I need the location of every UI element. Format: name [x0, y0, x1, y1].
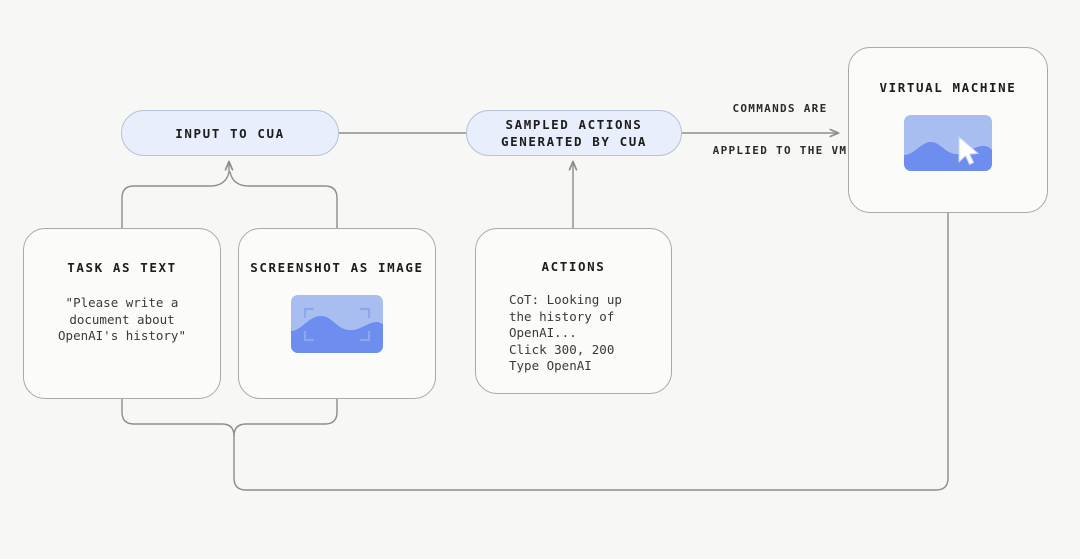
screenshot-frame-icon	[291, 295, 383, 353]
node-sampled-actions: SAMPLED ACTIONS GENERATED BY CUA	[466, 110, 682, 156]
virtual-machine-screenshot-icon	[904, 115, 992, 171]
virtual-machine-title: VIRTUAL MACHINE	[879, 80, 1017, 95]
edge-label-line2: APPLIED TO THE VM	[712, 144, 848, 157]
node-virtual-machine: VIRTUAL MACHINE	[848, 47, 1048, 213]
sampled-actions-label-line1: SAMPLED ACTIONS	[505, 117, 643, 132]
node-input-to-cua: INPUT TO CUA	[121, 110, 339, 156]
edge-label-line1: COMMANDS ARE	[732, 102, 828, 115]
input-to-cua-label: INPUT TO CUA	[175, 125, 285, 141]
node-actions: ACTIONS CoT: Looking up the history of O…	[475, 228, 672, 394]
screenshot-as-image-title: SCREENSHOT AS IMAGE	[250, 260, 424, 275]
actions-title: ACTIONS	[541, 259, 606, 274]
task-as-text-body: "Please write a document about OpenAI's …	[58, 295, 186, 343]
task-as-text-title: TASK AS TEXT	[67, 260, 177, 275]
node-screenshot-as-image: SCREENSHOT AS IMAGE	[238, 228, 436, 399]
sampled-actions-label-line2: GENERATED BY CUA	[500, 134, 647, 149]
edge-label-commands-applied: COMMANDS ARE APPLIED TO THE VM	[690, 74, 870, 186]
actions-body: CoT: Looking up the history of OpenAI...…	[509, 292, 622, 373]
node-task-as-text: TASK AS TEXT "Please write a document ab…	[23, 228, 221, 399]
